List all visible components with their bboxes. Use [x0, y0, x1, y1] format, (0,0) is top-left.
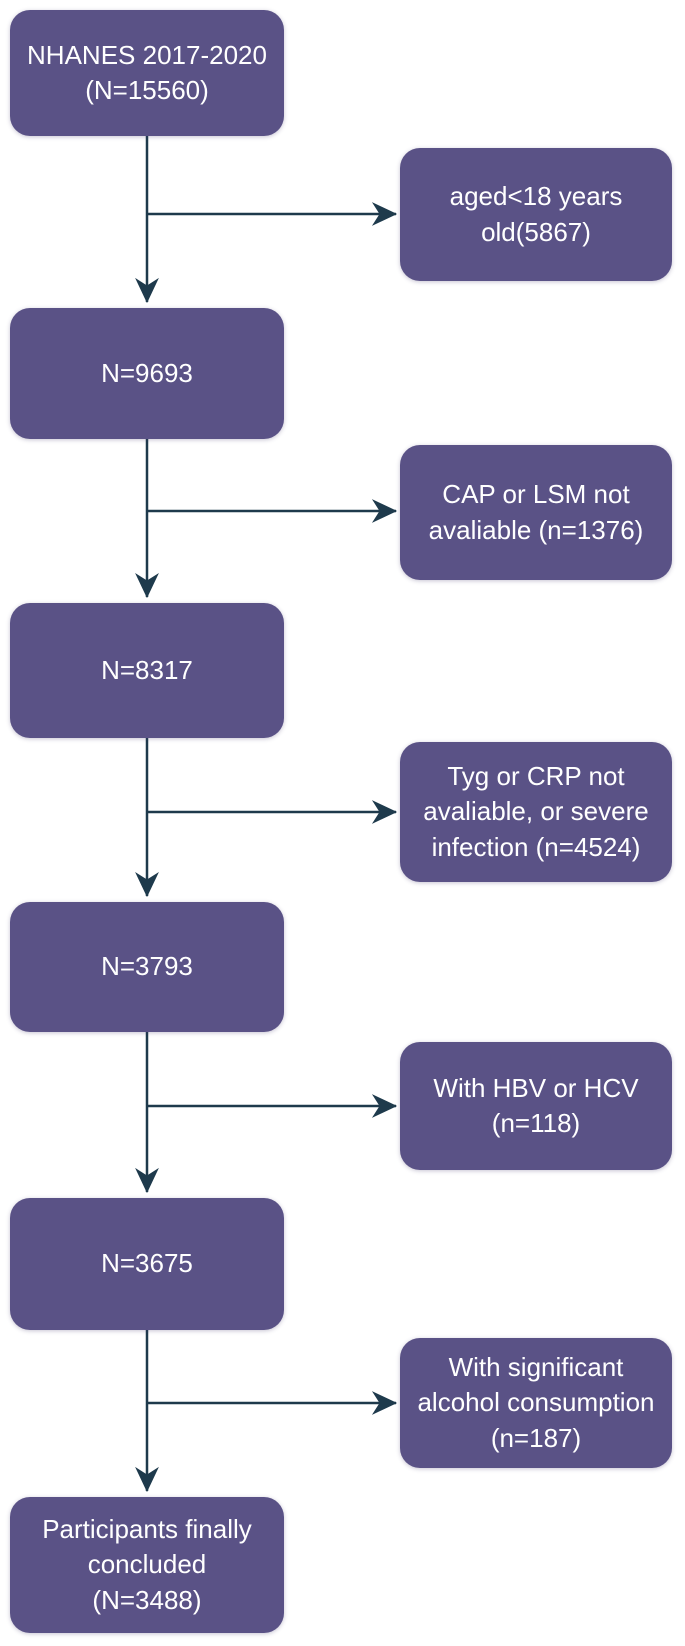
box-nhanes-2017-2020: NHANES 2017-2020 (N=15560)	[10, 10, 284, 136]
box-excluded-tyg-crp: Tyg or CRP not avaliable, or severe infe…	[400, 742, 672, 882]
box-excluded-alcohol: With significant alcohol consumption (n=…	[400, 1338, 672, 1468]
box-excluded-age: aged<18 years old(5867)	[400, 148, 672, 281]
box-n3675: N=3675	[10, 1198, 284, 1330]
box-n3793: N=3793	[10, 902, 284, 1032]
box-final-included: Participants finally concluded (N=3488)	[10, 1497, 284, 1633]
box-excluded-cap-lsm: CAP or LSM not avaliable (n=1376)	[400, 445, 672, 580]
box-excluded-hbv-hcv: With HBV or HCV (n=118)	[400, 1042, 672, 1170]
box-n8317: N=8317	[10, 603, 284, 738]
box-n9693: N=9693	[10, 308, 284, 439]
